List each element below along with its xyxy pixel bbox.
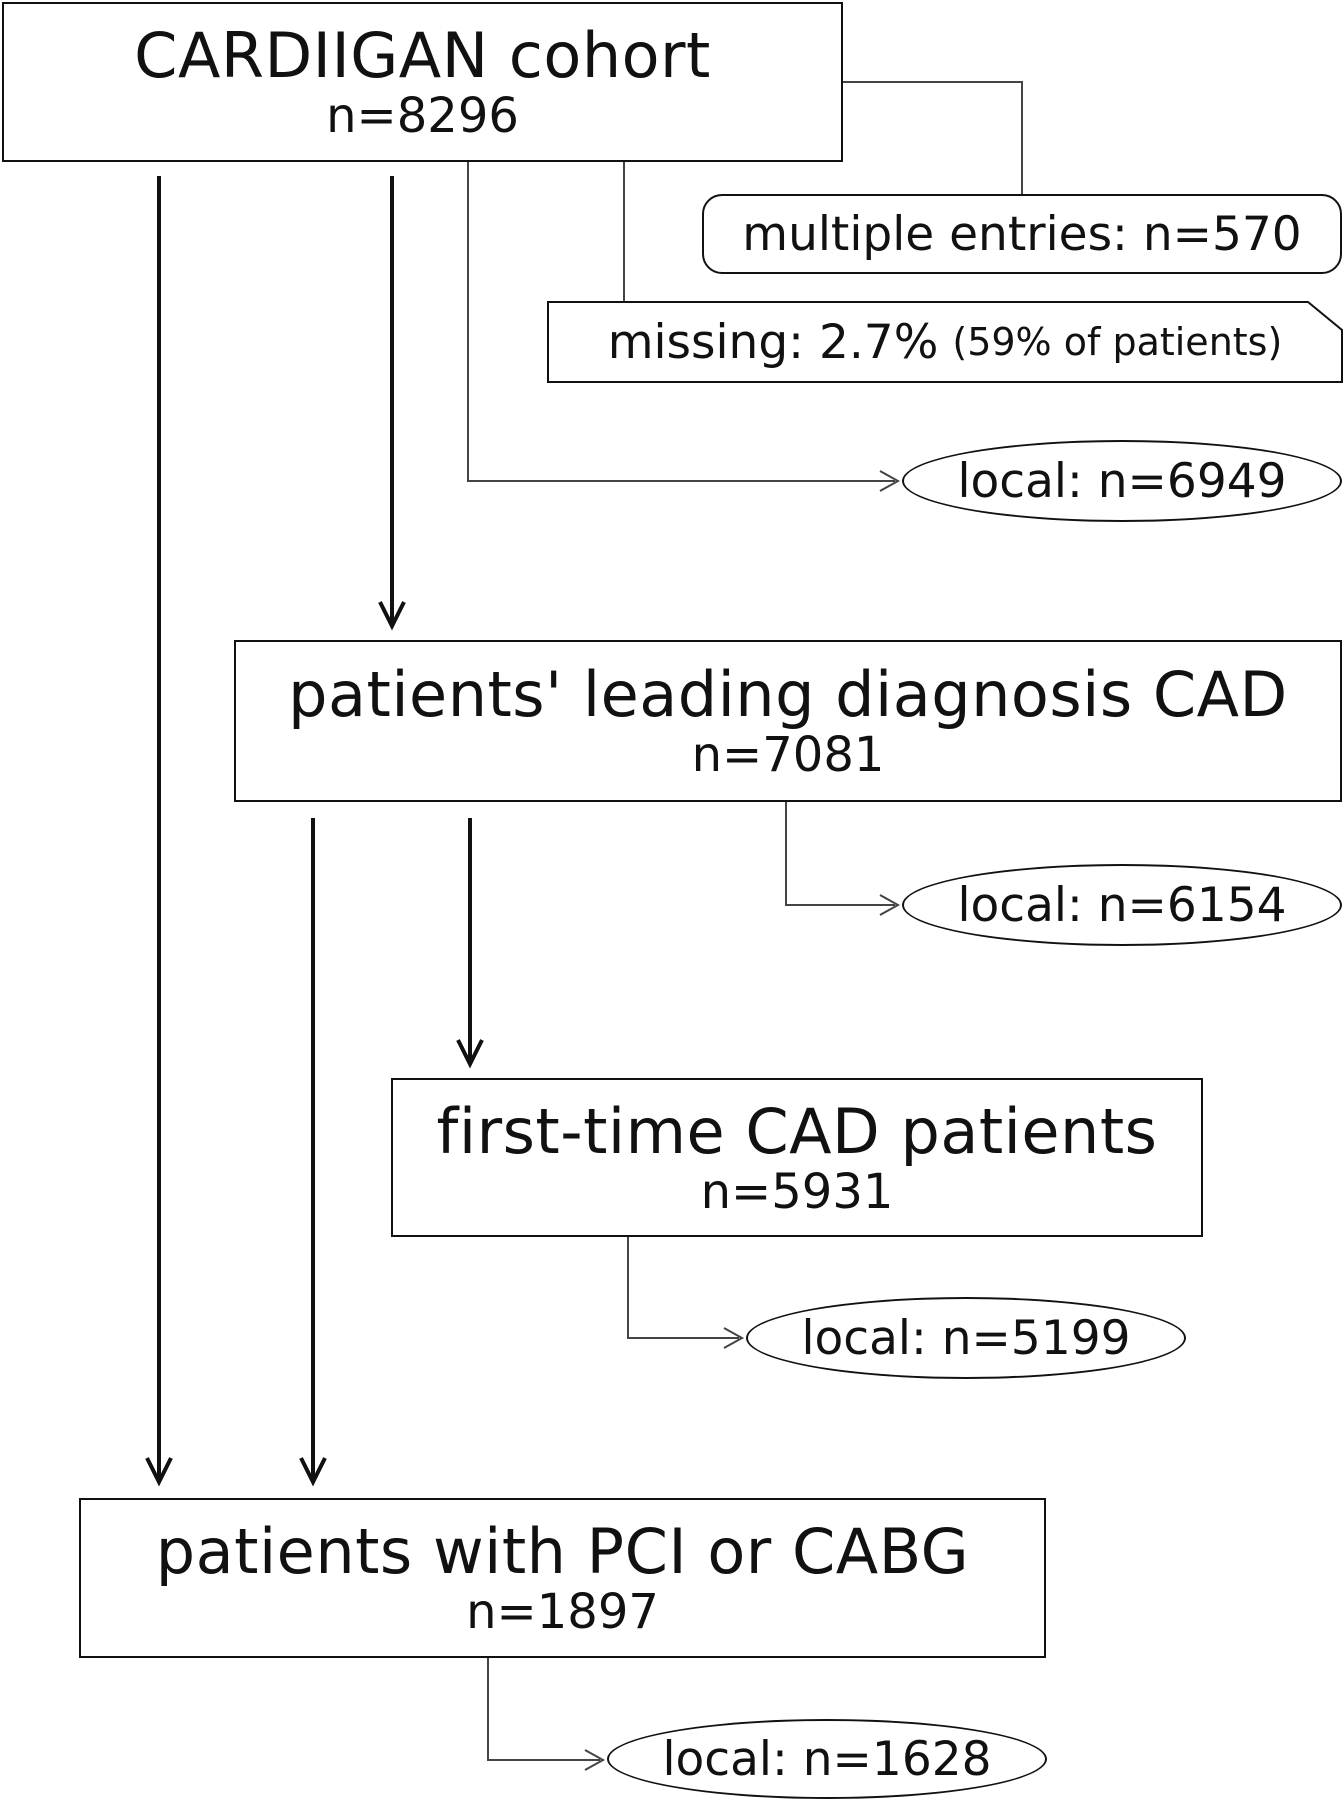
- node-leading-title: patients' leading diagnosis CAD: [288, 658, 1288, 731]
- missing-note-main: missing: 2.7%: [607, 314, 939, 370]
- node-firsttime: first-time CAD patients n=5931: [391, 1078, 1203, 1237]
- node-cohort: CARDIIGAN cohort n=8296: [2, 2, 843, 162]
- arrow-cohort-to-leading-head: [378, 601, 406, 631]
- local-leading-label: local: n=6154: [957, 877, 1287, 933]
- node-pci: patients with PCI or CABG n=1897: [79, 1498, 1046, 1658]
- local-firsttime-label: local: n=5199: [801, 1310, 1131, 1366]
- node-pci-count: n=1897: [466, 1584, 659, 1640]
- local-cohort-label: local: n=6949: [957, 453, 1287, 509]
- node-cohort-count: n=8296: [326, 88, 519, 144]
- node-leading-count: n=7081: [691, 727, 885, 783]
- local-pci-oval: [607, 1719, 1047, 1799]
- missing-note: missing: 2.7% (59% of patients): [548, 302, 1342, 382]
- node-cohort-title: CARDIIGAN cohort: [134, 19, 711, 92]
- node-pci-title: patients with PCI or CABG: [155, 1515, 970, 1588]
- local-pci-label: local: n=1628: [662, 1731, 992, 1787]
- connector-multiple: [843, 81, 1023, 194]
- missing-note-shape: [547, 301, 1343, 383]
- arrow-leading-to-pci-head: [299, 1457, 327, 1487]
- connector-local-firsttime: [627, 1237, 739, 1339]
- arrow-leading-to-firsttime-head: [456, 1039, 484, 1069]
- connector-local-pci: [487, 1658, 600, 1761]
- missing-note-detail: (59% of patients): [952, 320, 1283, 364]
- arrow-cohort-to-pci-head: [145, 1457, 173, 1487]
- node-leading: patients' leading diagnosis CAD n=7081: [234, 640, 1342, 802]
- connector-local-cohort: [467, 162, 895, 482]
- arrowhead-local-leading: [879, 894, 901, 916]
- connector-local-leading: [785, 802, 895, 906]
- node-firsttime-count: n=5931: [700, 1163, 894, 1220]
- local-cohort-oval: [902, 440, 1342, 522]
- arrowhead-local-pci: [584, 1749, 606, 1771]
- local-firsttime-oval: [746, 1297, 1186, 1379]
- arrowhead-local-firsttime: [723, 1327, 745, 1349]
- local-leading-oval: [902, 864, 1342, 946]
- node-firsttime-title: first-time CAD patients: [436, 1094, 1158, 1168]
- multiple-entries-note: multiple entries: n=570: [702, 194, 1342, 274]
- arrowhead-local-cohort: [879, 470, 901, 492]
